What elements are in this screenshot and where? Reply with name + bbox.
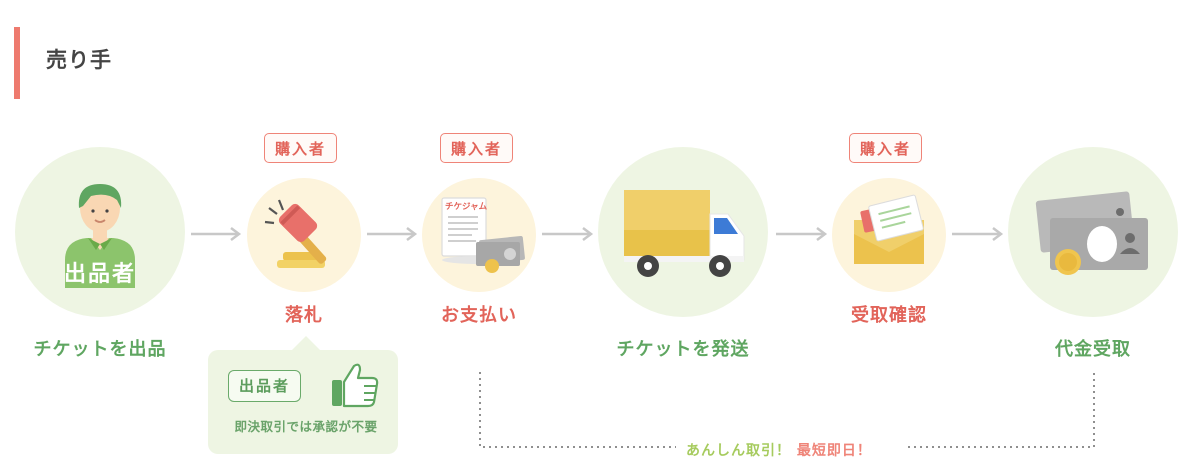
callout-seller-badge: 出品者 [228, 370, 302, 402]
seller-person-icon [65, 184, 135, 288]
arrow-5-head [992, 227, 1004, 241]
section-accent-bar [14, 27, 20, 99]
step-label-ship-ticket: チケットを発送 [616, 339, 750, 360]
delivery-truck-icon [624, 190, 745, 277]
callout-text: 即決取引では承認が不要 [234, 419, 378, 434]
step-label-list-ticket: チケットを出品 [33, 339, 167, 360]
step-label-winning-bid: 落札 [285, 305, 323, 326]
thumbs-up-icon [332, 363, 379, 408]
step-label-payment: お支払い [441, 305, 517, 326]
step-label-receive-payment: 代金受取 [1055, 339, 1131, 360]
invoice-payment-icon: チケジャム [441, 197, 525, 273]
section-title: 売り手 [46, 48, 112, 72]
callout-pointer [290, 336, 322, 352]
receipt-brand-text: チケジャム [445, 202, 488, 212]
fast-track-bracket [479, 372, 1095, 448]
arrow-1-head [230, 227, 242, 241]
arrow-2-head [406, 227, 418, 241]
buyer-badge-payment: 購入者 [440, 133, 514, 163]
fast-track-label: あんしん取引！ 最短即日！ [686, 440, 872, 460]
buyer-badge-bid: 購入者 [264, 133, 338, 163]
cash-icon [1035, 191, 1148, 275]
gavel-icon [264, 199, 327, 268]
arrow-4-head [816, 227, 828, 241]
fast-track-safe: あんしん取引！ [686, 443, 791, 459]
seller-person-label: 出品者 [63, 262, 136, 287]
arrow-3-head [582, 227, 594, 241]
envelope-ticket-icon [854, 194, 924, 264]
buyer-badge-receipt: 購入者 [849, 133, 923, 163]
step-label-confirm-receipt: 受取確認 [851, 305, 927, 326]
fast-track-emphasis: 最短即日！ [796, 443, 872, 459]
